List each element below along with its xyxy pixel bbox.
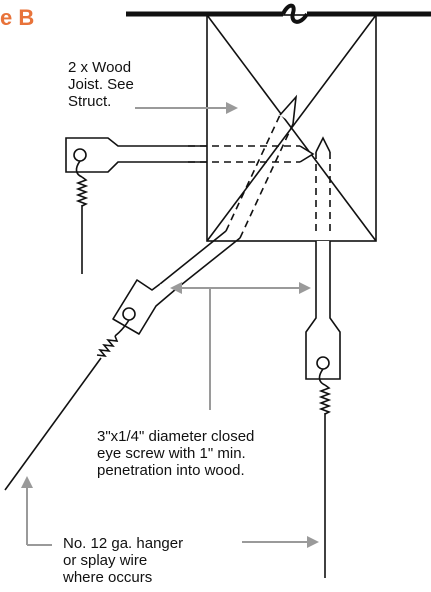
hanger-wire-callout-line: where occurs — [63, 569, 153, 586]
joist-callout-line: Struct. — [68, 93, 112, 110]
eye-screw-vertical — [305, 241, 341, 380]
eye-screw-diagonal — [112, 230, 241, 335]
deck-line — [126, 3, 431, 24]
hanger-wires — [4, 160, 332, 578]
hanger-wire-callout: No. 12 ga. hanger or splay wire where oc… — [63, 535, 183, 586]
eye-screw-callout-line: 3"x1/4" diameter closed — [97, 428, 255, 445]
eye-screw-callout-line: penetration into wood. — [97, 462, 245, 479]
joist-callout: 2 x Wood Joist. See Struct. — [68, 59, 134, 110]
joist-callout-line: Joist. See — [68, 76, 134, 93]
figure-label: e B — [0, 5, 35, 30]
eye-screw-callout: 3"x1/4" diameter closed eye screw with 1… — [97, 428, 254, 479]
screw-tips — [279, 94, 331, 163]
joist-callout-line: 2 x Wood — [68, 59, 132, 76]
hanger-wire-callout-line: or splay wire — [63, 552, 148, 569]
eye-screw-callout-line: eye screw with 1" min. — [97, 445, 246, 462]
screw-shanks-hidden — [188, 114, 331, 239]
leader-lines — [21, 102, 319, 548]
eye-screw-horizontal — [65, 137, 207, 173]
hanger-wire-callout-line: No. 12 ga. hanger — [63, 535, 184, 552]
